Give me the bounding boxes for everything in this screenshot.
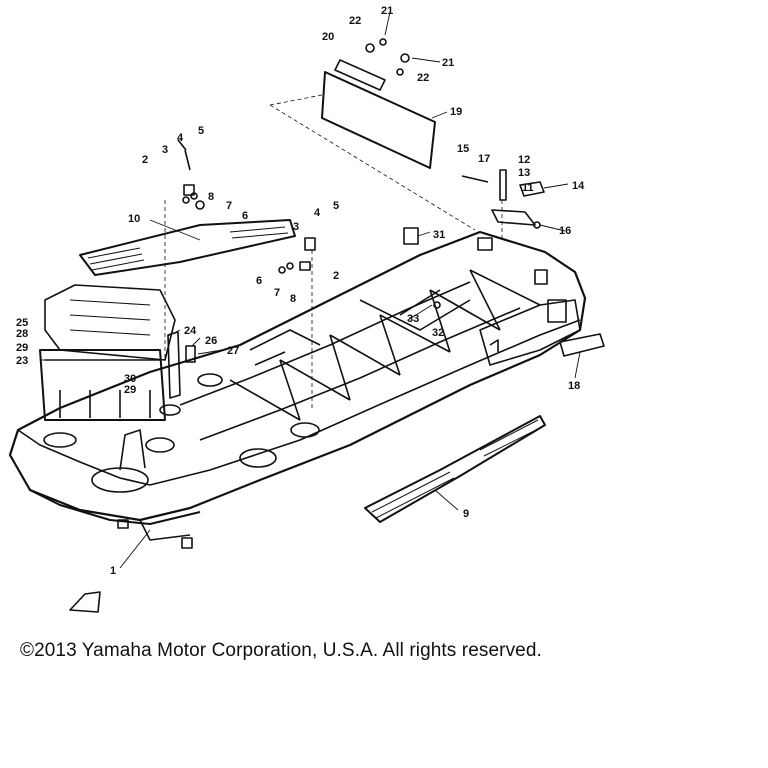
callout-22: 22	[349, 15, 361, 27]
callout-25: 25	[16, 317, 28, 329]
callout-30: 30	[124, 373, 136, 385]
callout-27: 27	[227, 345, 239, 357]
callout-6b: 6	[256, 275, 262, 287]
callout-9: 9	[463, 508, 469, 520]
callout-32: 32	[432, 327, 444, 339]
frame-hull	[8, 230, 587, 549]
bolt-33	[433, 301, 441, 309]
callout-4b: 4	[314, 207, 321, 219]
callout-8b: 8	[290, 293, 296, 305]
drain-plug	[69, 591, 101, 613]
step-plate-right	[364, 415, 546, 523]
callout-5: 5	[198, 125, 204, 137]
callout-2: 2	[142, 154, 148, 166]
callout-labels: 1 2 2 3 3 4 4 5 5 6 6 7 7 8 8 9 10 11 12…	[16, 5, 585, 577]
storage-box-assembly	[39, 284, 196, 421]
callout-21: 21	[381, 5, 393, 17]
exploded-parts-diagram: 1 2 2 3 3 4 4 5 5 6 6 7 7 8 8 9 10 11 12…	[8, 5, 605, 613]
callout-23: 23	[16, 355, 28, 367]
callout-11: 11	[522, 182, 534, 194]
callout-17: 17	[478, 153, 490, 165]
leader-lines	[40, 11, 581, 569]
callout-31: 31	[433, 229, 445, 241]
fastener-set-left	[164, 139, 205, 360]
callout-7b: 7	[274, 287, 280, 299]
callout-24: 24	[184, 325, 197, 337]
step-plate-left	[79, 219, 296, 276]
callout-13: 13	[518, 167, 530, 179]
callout-18: 18	[568, 380, 580, 392]
callout-16: 16	[559, 225, 571, 237]
callout-6: 6	[242, 210, 248, 222]
callout-19: 19	[450, 106, 462, 118]
callout-4: 4	[177, 132, 184, 144]
callout-8: 8	[208, 191, 214, 203]
callout-20: 20	[322, 31, 334, 43]
fastener-set-center	[278, 237, 316, 410]
callout-10: 10	[128, 213, 140, 225]
callout-15: 15	[457, 143, 469, 155]
callout-12: 12	[518, 154, 530, 166]
callout-29b: 29	[124, 384, 136, 396]
callout-26: 26	[205, 335, 217, 347]
callout-2b: 2	[333, 270, 339, 282]
callout-7: 7	[226, 200, 232, 212]
callout-3b: 3	[293, 221, 299, 233]
decal-31	[403, 227, 419, 245]
callout-28: 28	[16, 328, 28, 340]
callout-5b: 5	[333, 200, 339, 212]
callout-14: 14	[572, 180, 585, 192]
callout-3: 3	[162, 144, 168, 156]
cover-plate	[269, 38, 476, 231]
callout-21b: 21	[442, 57, 454, 69]
callout-1: 1	[110, 565, 116, 577]
callout-22b: 22	[417, 72, 429, 84]
emblem-18	[559, 333, 605, 357]
callout-29: 29	[16, 342, 28, 354]
copyright-notice: ©2013 Yamaha Motor Corporation, U.S.A. A…	[20, 640, 542, 661]
callout-33: 33	[407, 313, 419, 325]
